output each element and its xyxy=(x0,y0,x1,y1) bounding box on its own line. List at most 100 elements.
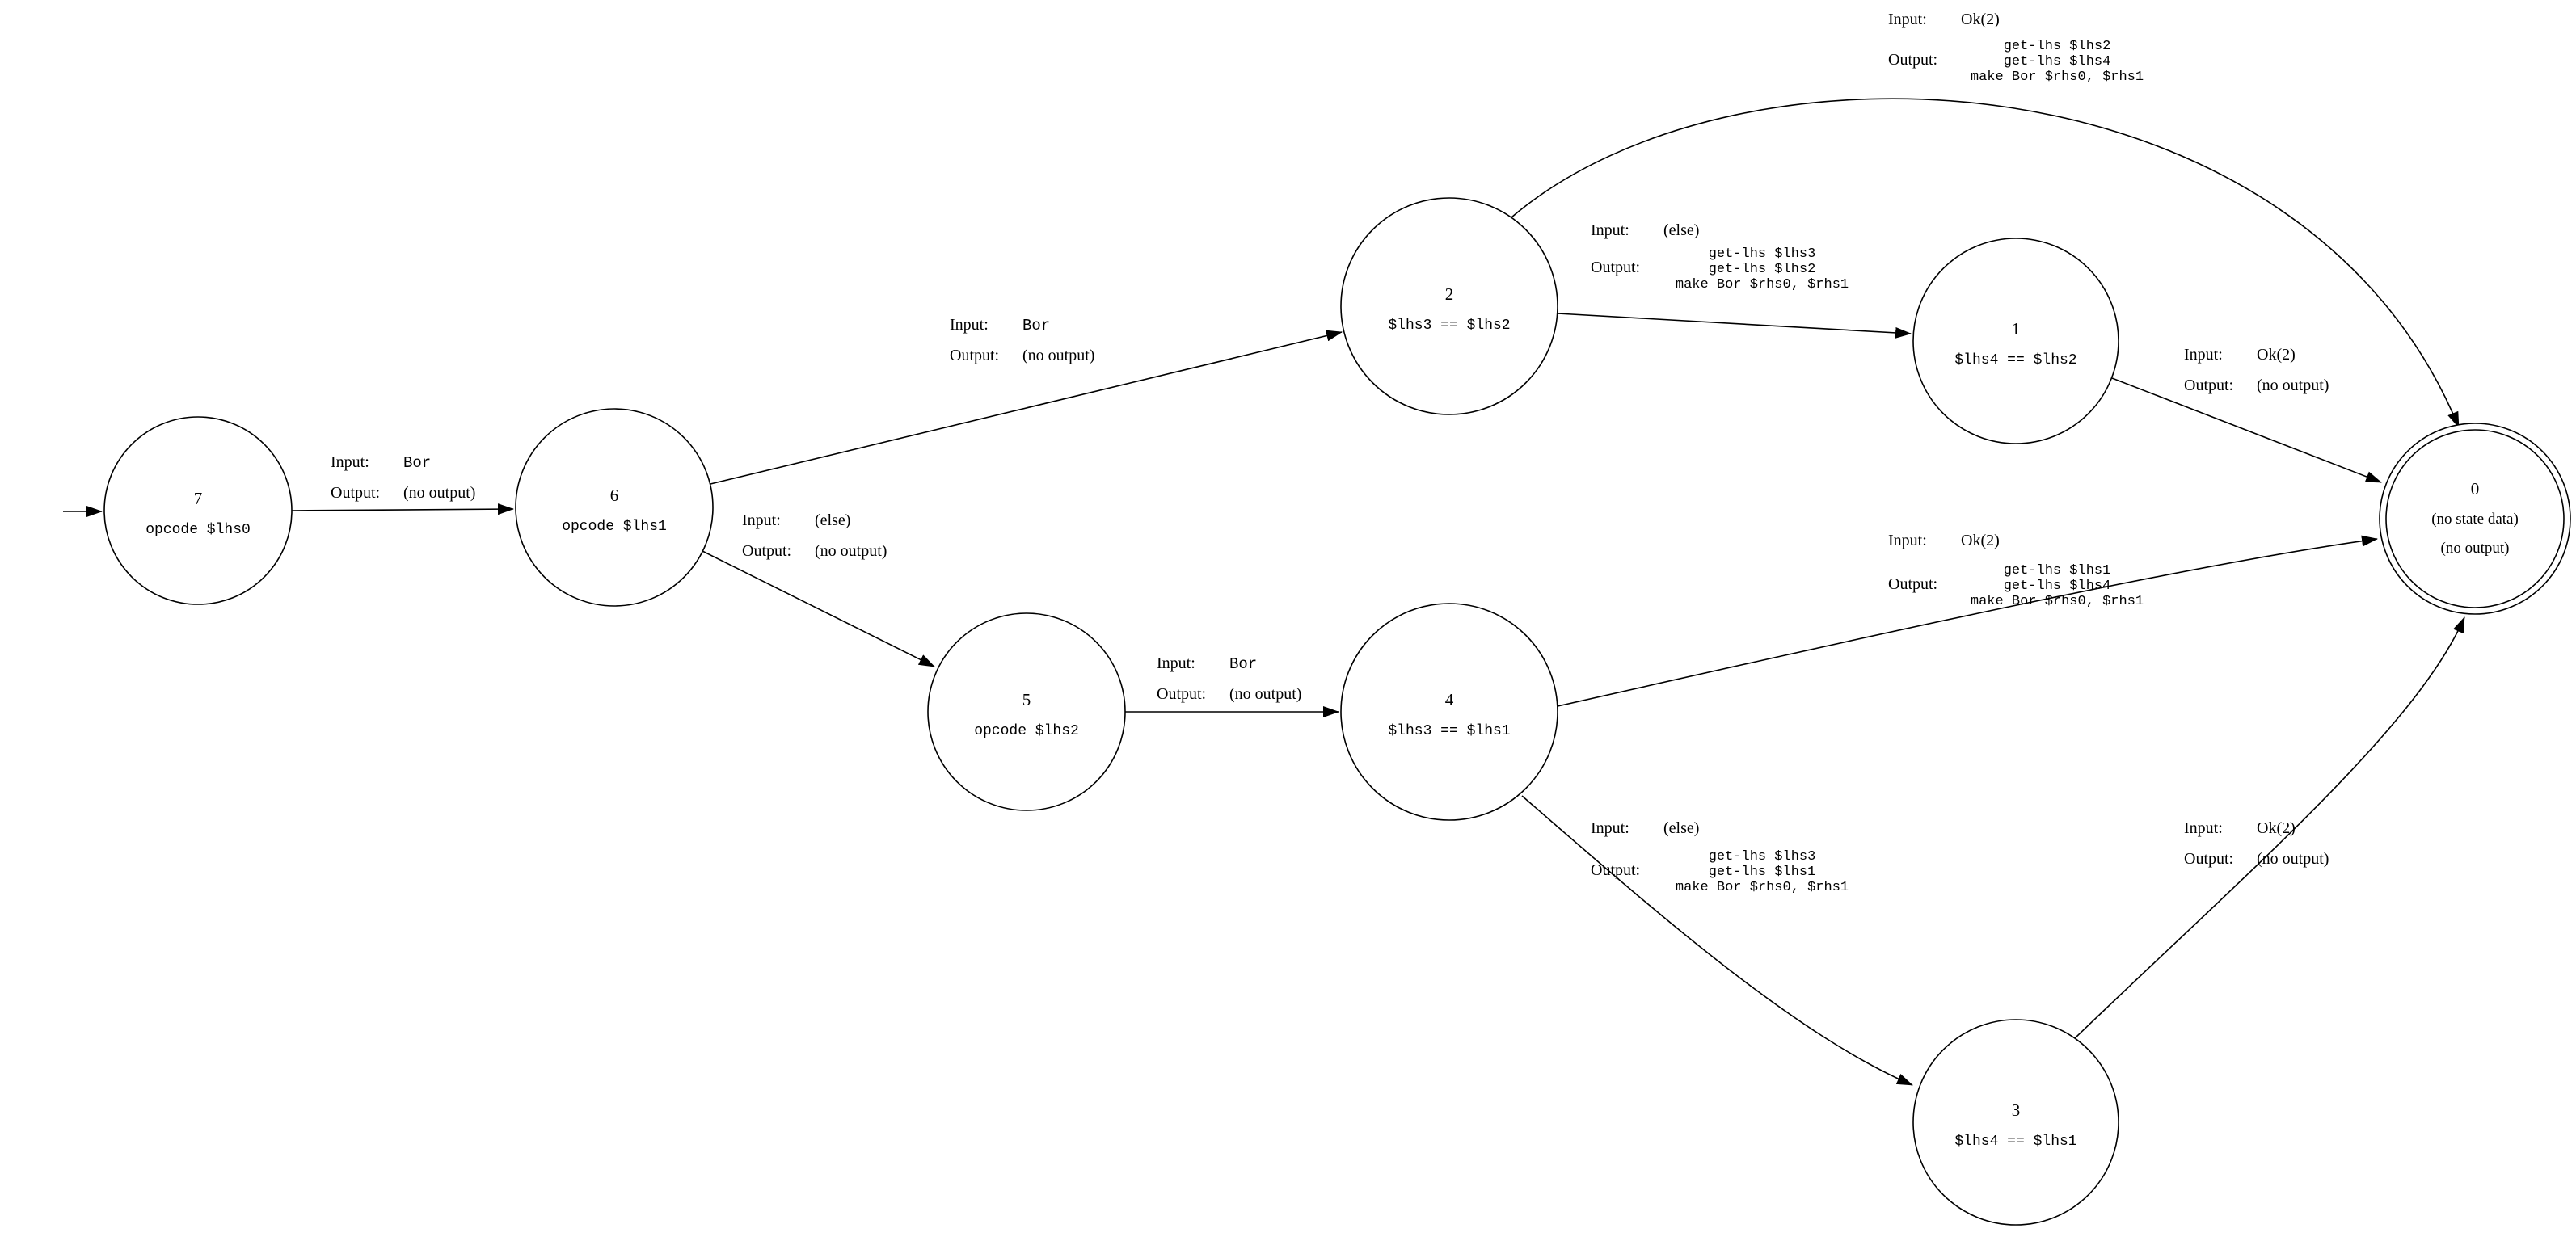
node-2-detail: $lhs3 == $lhs2 xyxy=(1388,318,1510,334)
edge-label-6-2: Input: Bor Output: (no output) xyxy=(950,316,1094,364)
input-label: Input: xyxy=(742,511,781,529)
output-line-1: get-lhs $lhs3 xyxy=(1709,849,1816,865)
input-value: Ok(2) xyxy=(1961,532,2000,549)
input-label: Input: xyxy=(2184,819,2223,837)
node-6-id: 6 xyxy=(610,486,619,505)
node-4-circle xyxy=(1340,603,1558,821)
output-line-2: get-lhs $lhs1 xyxy=(1709,865,1816,880)
input-label: Input: xyxy=(1888,11,1927,28)
output-label: Output: xyxy=(1888,51,1937,69)
output-value: (no output) xyxy=(403,484,475,502)
input-value: (else) xyxy=(1663,221,1699,239)
edge-4-to-3 xyxy=(1521,795,1913,1086)
output-line-1: get-lhs $lhs3 xyxy=(1709,246,1816,262)
output-label: Output: xyxy=(1888,575,1937,593)
node-1-circle xyxy=(1912,238,2119,444)
node-1-detail: $lhs4 == $lhs2 xyxy=(1954,352,2076,368)
input-value: Ok(2) xyxy=(2257,346,2296,364)
node-0-detail2: (no output) xyxy=(2441,540,2510,557)
node-2: 2 $lhs3 == $lhs2 xyxy=(1340,197,1558,415)
edge-1-to-0 xyxy=(2111,377,2382,483)
output-label: Output: xyxy=(331,484,380,502)
node-1-id: 1 xyxy=(2012,319,2021,339)
input-value: Bor xyxy=(1229,655,1257,673)
node-0-inner-circle xyxy=(2385,429,2565,608)
input-value: Bor xyxy=(403,454,431,472)
output-label: Output: xyxy=(742,542,791,560)
input-label: Input: xyxy=(1157,654,1195,672)
node-6: 6 opcode $lhs1 xyxy=(515,408,714,607)
output-line-2: get-lhs $lhs2 xyxy=(1709,262,1816,277)
output-line-3: make Bor $rhs0, $rhs1 xyxy=(1971,69,2144,85)
edge-label-4-0: Input: Ok(2) Output: get-lhs $lhs1 get-l… xyxy=(1888,532,2144,609)
edge-3-to-0 xyxy=(2074,616,2465,1039)
node-3-detail: $lhs4 == $lhs1 xyxy=(1954,1134,2076,1150)
output-value: (no output) xyxy=(815,542,887,560)
node-5: 5 opcode $lhs2 xyxy=(927,612,1126,811)
node-4-detail: $lhs3 == $lhs1 xyxy=(1388,723,1510,739)
edge-label-4-3: Input: (else) Output: get-lhs $lhs3 get-… xyxy=(1591,819,1849,895)
input-label: Input: xyxy=(1888,532,1927,549)
edge-label-1-0: Input: Ok(2) Output: (no output) xyxy=(2184,346,2329,394)
output-value: (no output) xyxy=(1022,347,1094,364)
output-label: Output: xyxy=(950,347,999,364)
input-value: (else) xyxy=(815,511,850,529)
edge-label-6-5: Input: (else) Output: (no output) xyxy=(742,511,887,560)
node-2-circle xyxy=(1340,197,1558,415)
output-line-3: make Bor $rhs0, $rhs1 xyxy=(1676,277,1849,292)
node-5-circle xyxy=(927,612,1126,811)
edge-2-to-0 xyxy=(1511,98,2460,428)
edge-label-2-1: Input: (else) Output: get-lhs $lhs3 get-… xyxy=(1591,221,1849,292)
input-label: Input: xyxy=(331,453,369,471)
output-line-1: get-lhs $lhs1 xyxy=(2004,563,2111,579)
output-value: (no output) xyxy=(1229,685,1301,703)
input-value: Ok(2) xyxy=(2257,819,2296,837)
node-6-circle xyxy=(515,408,714,607)
edge-6-to-2 xyxy=(710,330,1343,485)
node-3: 3 $lhs4 == $lhs1 xyxy=(1912,1019,2119,1226)
node-3-circle xyxy=(1912,1019,2119,1226)
input-label: Input: xyxy=(1591,819,1629,837)
input-value: (else) xyxy=(1663,819,1699,837)
node-5-id: 5 xyxy=(1022,690,1031,709)
edge-label-3-0: Input: Ok(2) Output: (no output) xyxy=(2184,819,2329,868)
input-value: Bor xyxy=(1022,317,1050,334)
node-3-id: 3 xyxy=(2012,1100,2021,1120)
input-label: Input: xyxy=(950,316,989,334)
edge-label-7-6: Input: Bor Output: (no output) xyxy=(331,453,475,502)
output-line-1: get-lhs $lhs2 xyxy=(2004,39,2111,54)
output-label: Output: xyxy=(1591,861,1640,879)
output-line-2: get-lhs $lhs4 xyxy=(2004,579,2111,594)
edge-4-to-0 xyxy=(1557,535,2378,707)
node-4-id: 4 xyxy=(1445,690,1454,709)
output-label: Output: xyxy=(1157,685,1206,703)
edge-label-2-0: Input: Ok(2) Output: get-lhs $lhs2 get-l… xyxy=(1888,11,2144,85)
edge-6-to-5 xyxy=(702,550,935,667)
output-line-3: make Bor $rhs0, $rhs1 xyxy=(1971,594,2144,609)
node-6-detail: opcode $lhs1 xyxy=(562,519,667,535)
output-line-2: get-lhs $lhs4 xyxy=(2004,54,2111,69)
input-value: Ok(2) xyxy=(1961,11,2000,28)
output-value: (no output) xyxy=(2257,850,2329,868)
node-7-id: 7 xyxy=(194,489,203,508)
node-4: 4 $lhs3 == $lhs1 xyxy=(1340,603,1558,821)
node-1: 1 $lhs4 == $lhs2 xyxy=(1912,238,2119,444)
node-7-detail: opcode $lhs0 xyxy=(145,522,251,538)
output-line-3: make Bor $rhs0, $rhs1 xyxy=(1676,880,1849,895)
output-label: Output: xyxy=(1591,259,1640,276)
node-0-accepting: 0 (no state data) (no output) xyxy=(2379,423,2571,615)
output-label: Output: xyxy=(2184,850,2233,868)
node-7-circle xyxy=(103,416,293,605)
output-label: Output: xyxy=(2184,377,2233,394)
node-2-id: 2 xyxy=(1445,284,1454,304)
edge-label-5-4: Input: Bor Output: (no output) xyxy=(1157,654,1301,703)
input-label: Input: xyxy=(1591,221,1629,239)
node-0-id: 0 xyxy=(2471,479,2480,499)
node-7: 7 opcode $lhs0 xyxy=(103,416,293,605)
edge-7-to-6 xyxy=(291,503,514,515)
edge-2-to-1 xyxy=(1557,313,1912,339)
node-5-detail: opcode $lhs2 xyxy=(974,723,1079,739)
node-0-detail: (no state data) xyxy=(2431,511,2519,528)
